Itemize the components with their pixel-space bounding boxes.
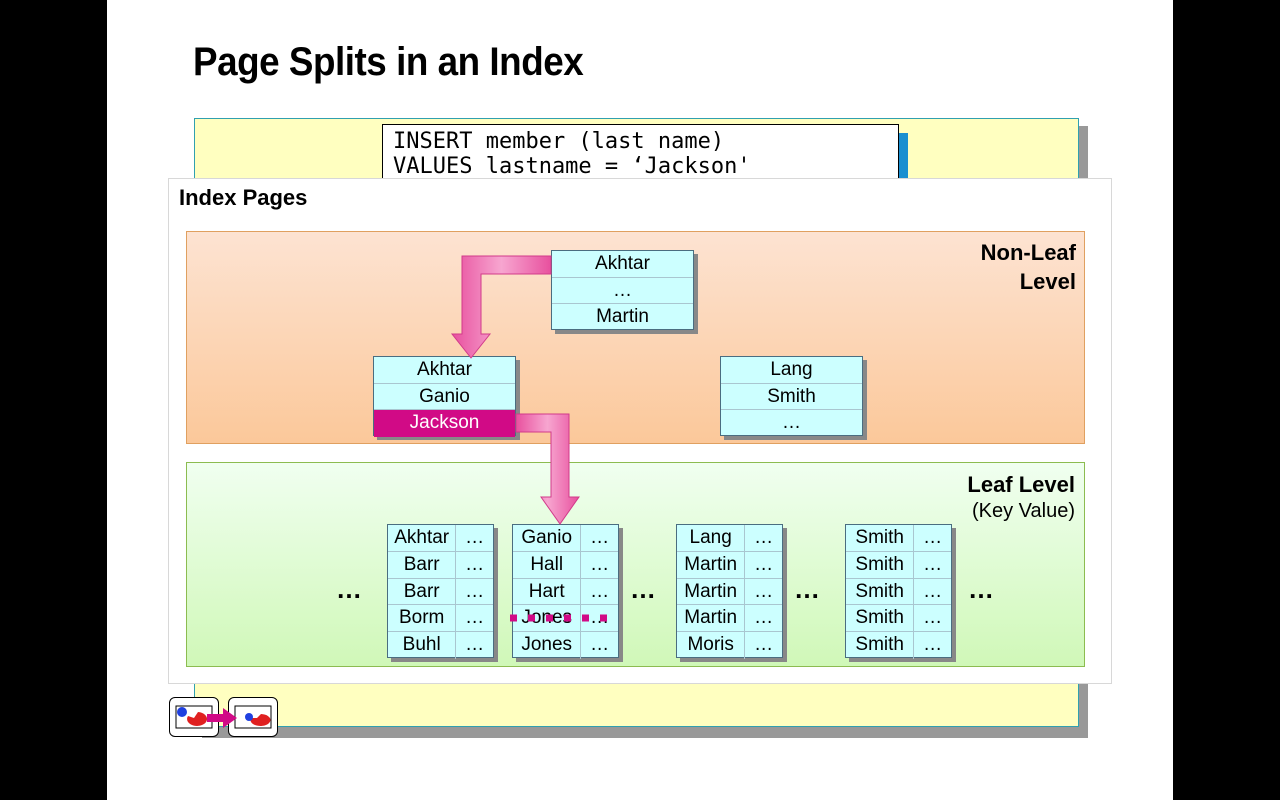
leaf-row: Jones … bbox=[513, 632, 618, 659]
non-leaf-label-line-2: Level bbox=[1019, 269, 1076, 294]
leaf-row: Barr … bbox=[388, 578, 493, 606]
leaf-row: Lang … bbox=[677, 525, 782, 552]
leaf-key: Jones bbox=[513, 632, 582, 659]
leaf-ellipsis: … bbox=[968, 574, 995, 604]
sql-line-1: INSERT member (last name) bbox=[393, 129, 725, 154]
pie-chart-icon bbox=[175, 705, 213, 729]
leaf-key: Barr bbox=[388, 551, 457, 578]
leaf-key: Martin bbox=[677, 605, 746, 632]
leaf-value: … bbox=[923, 607, 943, 629]
next-slide-button[interactable] bbox=[228, 697, 278, 737]
leaf-key: Smith bbox=[846, 551, 915, 578]
sql-statement: INSERT member (last name)VALUES lastname… bbox=[382, 124, 899, 188]
leaf-row: Smith … bbox=[846, 605, 951, 633]
leaf-value: … bbox=[754, 553, 774, 575]
sql-line-2: VALUES lastname = ‘Jackson' bbox=[393, 154, 751, 179]
leaf-value: … bbox=[590, 634, 610, 656]
right-child-cell: Smith bbox=[721, 384, 862, 411]
leaf-value: … bbox=[754, 607, 774, 629]
leaf-value: … bbox=[465, 634, 485, 656]
pointer-arrow-jackson-to-leaf bbox=[515, 413, 580, 525]
leaf-row: Smith … bbox=[846, 551, 951, 579]
leaf-key: Borm bbox=[388, 605, 457, 632]
right-child-node: Lang Smith … bbox=[720, 356, 863, 436]
leaf-value: … bbox=[590, 553, 610, 575]
root-cell: Akhtar bbox=[552, 251, 693, 278]
page-title: Page Splits in an Index bbox=[193, 40, 584, 84]
leaf-key: Akhtar bbox=[388, 525, 457, 551]
leaf-key: Smith bbox=[846, 525, 915, 551]
leaf-row: Martin … bbox=[677, 551, 782, 579]
left-child-cell: Ganio bbox=[374, 384, 515, 411]
root-cell: Martin bbox=[596, 306, 649, 328]
leaf-ellipsis: … bbox=[794, 574, 821, 604]
leaf-level-label: Leaf Level (Key Value) bbox=[967, 471, 1075, 525]
leaf-ellipsis: … bbox=[336, 574, 363, 604]
leaf-key: Martin bbox=[677, 551, 746, 578]
jackson-highlight-cell: Jackson bbox=[374, 410, 515, 437]
leaf-value: … bbox=[465, 553, 485, 575]
leaf-row: Martin … bbox=[677, 578, 782, 606]
leaf-value: … bbox=[754, 580, 774, 602]
right-child-cell: Lang bbox=[721, 357, 862, 384]
leaf-key: Smith bbox=[846, 605, 915, 632]
left-child-cell: Akhtar bbox=[374, 357, 515, 384]
leaf-row: Ganio … bbox=[513, 525, 618, 552]
leaf-row: Barr … bbox=[388, 551, 493, 579]
leaf-page-1: Akhtar … Barr … Barr … Borm … Buhl … bbox=[387, 524, 494, 659]
right-child-cell: … bbox=[782, 412, 801, 434]
leaf-key: Moris bbox=[677, 632, 746, 659]
leaf-key: Hall bbox=[513, 551, 582, 578]
pointer-arrow-root-to-child bbox=[450, 255, 552, 359]
leaf-value: … bbox=[590, 607, 610, 629]
leaf-value: … bbox=[465, 527, 485, 548]
leaf-row: Hall … bbox=[513, 551, 618, 579]
pie-chart-icon bbox=[234, 705, 272, 729]
leaf-ellipsis: … bbox=[630, 574, 657, 604]
leaf-value: … bbox=[923, 553, 943, 575]
leaf-value: … bbox=[754, 634, 774, 656]
leaf-row: Smith … bbox=[846, 578, 951, 606]
leaf-value: … bbox=[465, 607, 485, 629]
root-cell: … bbox=[552, 278, 693, 305]
leaf-row: Martin … bbox=[677, 605, 782, 633]
root-node: Akhtar … Martin bbox=[551, 250, 694, 330]
left-child-node: Akhtar Ganio Jackson bbox=[373, 356, 516, 437]
index-pages-title: Index Pages bbox=[179, 185, 308, 210]
leaf-row: Akhtar … bbox=[388, 525, 493, 552]
leaf-row: Hart … bbox=[513, 578, 618, 606]
leaf-key: Buhl bbox=[388, 632, 457, 659]
leaf-page-2: Ganio … Hall … Hart … Jones … Jones … bbox=[512, 524, 619, 659]
leaf-label-line-1: Leaf Level bbox=[967, 472, 1075, 497]
leaf-value: … bbox=[465, 580, 485, 602]
leaf-key: Smith bbox=[846, 632, 915, 659]
non-leaf-level-label: Non-Leaf Level bbox=[981, 238, 1076, 296]
leaf-row: Smith … bbox=[846, 632, 951, 659]
arrow-right-icon bbox=[207, 708, 237, 728]
leaf-value: … bbox=[923, 634, 943, 656]
non-leaf-label-line-1: Non-Leaf bbox=[980, 240, 1076, 265]
leaf-row: Buhl … bbox=[388, 632, 493, 659]
leaf-row: Smith … bbox=[846, 525, 951, 552]
leaf-row: Borm … bbox=[388, 605, 493, 633]
leaf-label-line-2: (Key Value) bbox=[971, 500, 1075, 522]
leaf-value: … bbox=[923, 580, 943, 602]
leaf-page-3: Lang … Martin … Martin … Martin … Moris … bbox=[676, 524, 783, 659]
leaf-key: Lang bbox=[677, 525, 746, 551]
leaf-value: … bbox=[923, 527, 943, 548]
leaf-key: Smith bbox=[846, 578, 915, 605]
leaf-key: Barr bbox=[388, 578, 457, 605]
leaf-row: Moris … bbox=[677, 632, 782, 659]
leaf-key: Ganio bbox=[513, 525, 582, 551]
leaf-key: Martin bbox=[677, 578, 746, 605]
leaf-key: Hart bbox=[513, 578, 582, 605]
leaf-value: … bbox=[590, 580, 610, 602]
leaf-page-4: Smith … Smith … Smith … Smith … Smith … bbox=[845, 524, 952, 659]
leaf-value: … bbox=[754, 527, 774, 548]
leaf-value: … bbox=[590, 527, 610, 548]
